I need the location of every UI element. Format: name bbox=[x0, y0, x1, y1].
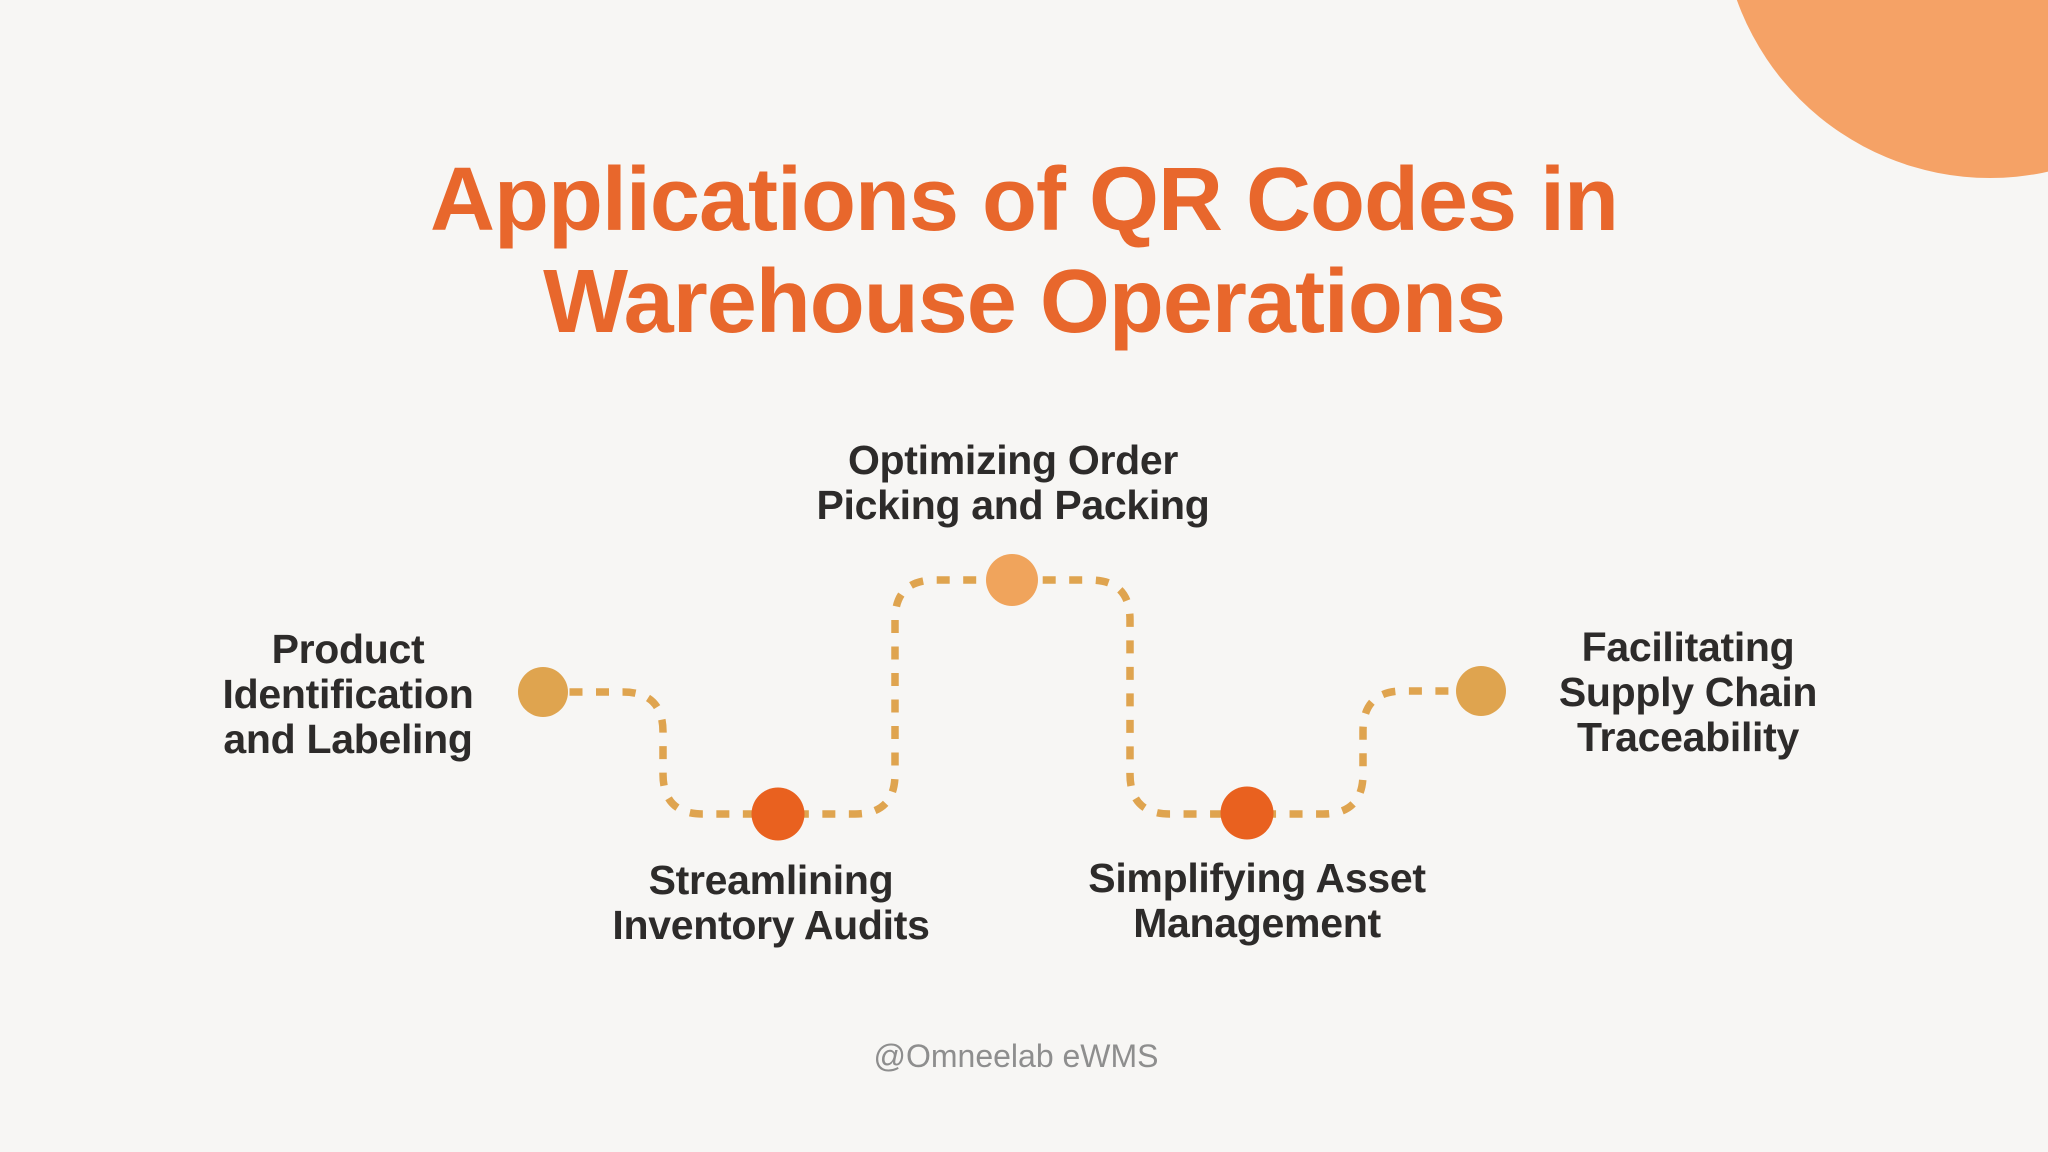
label-inventory-audits: Streamlining Inventory Audits bbox=[612, 857, 930, 948]
infographic-title: Applications of QR Codes in Warehouse Op… bbox=[429, 150, 1619, 352]
dot-inventory-audits bbox=[751, 787, 805, 841]
label-asset-management: Simplifying Asset Management bbox=[1088, 855, 1426, 946]
dot-product-identification bbox=[518, 667, 568, 717]
dot-asset-management bbox=[1220, 786, 1274, 840]
label-supply-chain: Facilitating Supply Chain Traceability bbox=[1558, 624, 1818, 760]
dot-order-picking bbox=[986, 554, 1038, 606]
watermark-handle: @Omneelab eWMS bbox=[873, 1038, 1159, 1074]
dot-supply-chain bbox=[1456, 666, 1506, 716]
label-order-picking: Optimizing Order Picking and Packing bbox=[816, 437, 1210, 528]
dashed-connector-path bbox=[543, 576, 1481, 818]
label-product-identification: Product Identification and Labeling bbox=[222, 626, 474, 762]
